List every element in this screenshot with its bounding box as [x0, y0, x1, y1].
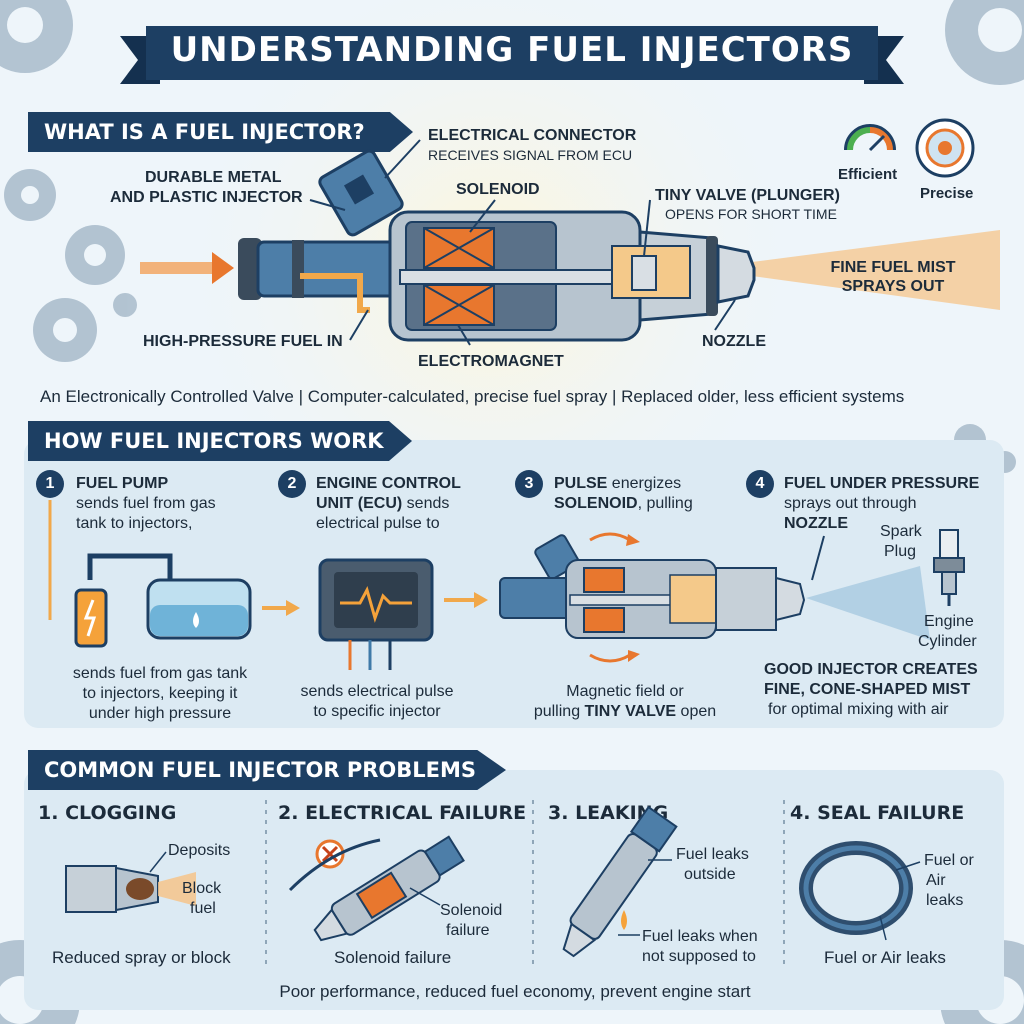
step2-line3: electrical pulse to [316, 515, 440, 532]
gear-icon [113, 293, 137, 317]
step4-spark2: Plug [884, 543, 917, 560]
fuel-drop-icon [193, 612, 199, 628]
step1-title: FUEL PUMP [76, 475, 169, 492]
step3-title: PULSE energizes [554, 475, 682, 492]
step4-line2: sprays out through [784, 495, 917, 512]
problem4-caption: Fuel or Air leaks [824, 948, 946, 967]
step4-title: FUEL UNDER PRESSURE [784, 475, 980, 492]
electrical-connector [318, 149, 404, 237]
problem4-callout-fuel-or: Fuel or [924, 852, 974, 869]
step4-cylinder1: Engine [924, 613, 974, 630]
label-solenoid: SOLENOID [456, 181, 540, 198]
step2-line2: UNIT (ECU) sends [316, 495, 450, 512]
problem4-title: 4. SEAL FAILURE [790, 802, 965, 824]
fuel-in-arrow [140, 252, 234, 284]
problem2-caption: Solenoid failure [334, 948, 452, 967]
nozzle-tip [716, 244, 756, 304]
label-efficient: Efficient [838, 166, 898, 183]
problem1-caption: Reduced spray or block [52, 948, 231, 967]
section-heading-what-is: WHAT IS A FUEL INJECTOR? [28, 112, 413, 152]
step3-caption1: Magnetic field or [566, 683, 684, 700]
label-fuel-in: HIGH-PRESSURE FUEL IN [143, 333, 343, 350]
step3-caption2: pulling TINY VALVE open [533, 703, 717, 720]
step4-good1: GOOD INJECTOR CREATES [764, 661, 978, 678]
problem3-callout-leaks: Fuel leaks [676, 846, 749, 863]
step4-good3: for optimal mixing with air [768, 701, 949, 718]
label-electromagnet: ELECTROMAGNET [418, 353, 564, 370]
solenoid-coils [423, 227, 495, 326]
problem2-callout-solenoid: Solenoid [440, 902, 503, 919]
label-mist-line2: SPRAYS OUT [841, 278, 945, 295]
step1-caption1: sends fuel from gas tank [72, 665, 248, 682]
step1-caption3: under high pressure [88, 705, 232, 722]
label-body-line2: AND PLASTIC INJECTOR [110, 189, 303, 206]
label-mist-line1: FINE FUEL MIST [830, 259, 956, 276]
pulse-icon [340, 586, 412, 623]
label-body-line1: DURABLE METAL [145, 169, 282, 186]
step-number-4: 4 [746, 470, 774, 498]
step3-line2: SOLENOID, pulling [554, 495, 693, 512]
step4-cylinder2: Cylinder [918, 633, 977, 650]
fuel-spray [752, 230, 1000, 310]
problem4-callout-leaks: leaks [926, 892, 964, 909]
section-heading-problems: COMMON FUEL INJECTOR PROBLEMS [28, 750, 506, 790]
problem3-callout-not: not supposed to [642, 948, 756, 965]
problem1-callout-block: Block [182, 880, 222, 897]
leak-drop-icon [621, 910, 627, 930]
step-number-3: 3 [515, 470, 543, 498]
label-valve-sub: OPENS FOR SHORT TIME [665, 206, 837, 222]
page-title: UNDERSTANDING FUEL INJECTORS [170, 30, 854, 70]
target-icon [915, 118, 975, 178]
problem1-callout-fuel: fuel [190, 900, 216, 917]
section-heading-how: HOW FUEL INJECTORS WORK [28, 421, 412, 461]
problem1-callout-deposits: Deposits [168, 842, 231, 859]
step-number-2: 2 [278, 470, 306, 498]
step1-caption2: to injectors, keeping it [82, 685, 238, 702]
step1-line2: sends fuel from gas [76, 495, 216, 512]
problems-footer: Poor performance, reduced fuel economy, … [130, 982, 900, 1002]
problem3-callout-when: Fuel leaks when [642, 928, 758, 945]
label-precise: Precise [920, 185, 974, 202]
step4-line3: NOZZLE [784, 515, 848, 532]
spray-cone [806, 566, 930, 640]
label-tiny-valve: TINY VALVE (PLUNGER) [655, 187, 840, 204]
label-electrical-connector: ELECTRICAL CONNECTOR [428, 127, 637, 144]
problem2-title: 2. ELECTRICAL FAILURE [278, 802, 527, 824]
label-nozzle: NOZZLE [702, 333, 766, 350]
deposit-icon [126, 878, 154, 900]
step2-caption2: to specific injector [313, 703, 441, 720]
label-connector-sub: RECEIVES SIGNAL FROM ECU [428, 147, 633, 163]
step4-spark1: Spark [880, 523, 922, 540]
problem1-title: 1. CLOGGING [38, 802, 177, 824]
step4-good2: FINE, CONE-SHAPED MIST [764, 681, 971, 698]
section1-summary: An Electronically Controlled Valve | Com… [40, 387, 905, 406]
step2-title: ENGINE CONTROL [316, 475, 461, 492]
problem2-callout-failure: failure [446, 922, 490, 939]
spark-plug-icon [933, 529, 965, 606]
problem4-callout-air: Air [926, 872, 946, 889]
step1-line3: tank to injectors, [76, 515, 193, 532]
gauge-icon [844, 124, 896, 152]
problem3-callout-outside: outside [684, 866, 736, 883]
step2-caption1: sends electrical pulse [300, 683, 454, 700]
title-banner [120, 26, 904, 84]
step-number-1: 1 [36, 470, 64, 498]
